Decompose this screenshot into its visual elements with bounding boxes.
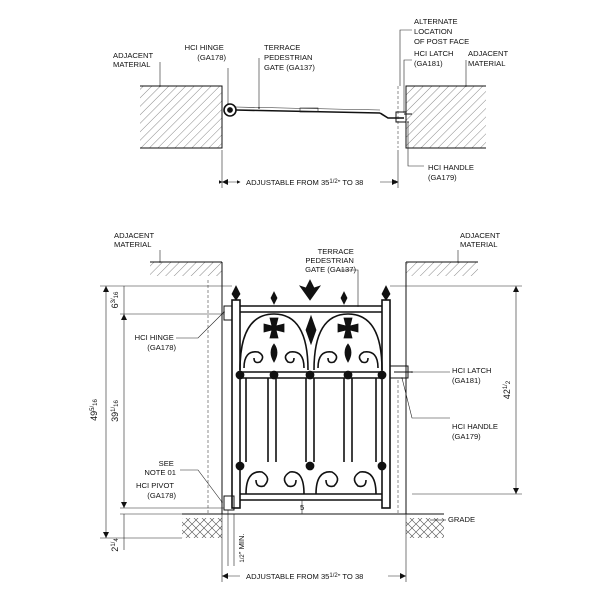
dim-center: 5	[300, 503, 304, 512]
grade-left	[182, 518, 222, 538]
plan-latch-symbol	[395, 111, 407, 123]
elevation-gate-label: TERRACE PEDESTRIAN GATE (GA137)	[305, 247, 356, 274]
gate-elevation	[223, 279, 412, 511]
plan-right-wall	[406, 86, 486, 148]
plan-view: ADJACENT MATERIAL HCI HINGE (GA178) TERR…	[113, 17, 510, 188]
dim-overall: 495/16	[89, 398, 99, 420]
elevation-handle-label: HCI HANDLE (GA179)	[452, 422, 500, 441]
elevation-latch-label: HCI LATCH (GA181)	[452, 366, 494, 385]
elevation-view: ADJACENT MATERIAL TERRACE PEDESTRIAN GAT…	[89, 231, 522, 582]
dim-right: 421/2	[502, 380, 512, 399]
elevation-adjustable-dimension: ADJUSTABLE FROM 351/2" TO 38	[246, 572, 363, 581]
plan-handle-label: HCI HANDLE (GA179)	[428, 163, 476, 182]
elevation-hinge-label: HCI HINGE (GA178)	[135, 333, 177, 352]
plan-adjustable-dimension: ADJUSTABLE FROM 351/2" TO 38	[246, 178, 363, 187]
dim-top: 63/16	[110, 291, 120, 308]
elevation-left-wall-top	[150, 262, 222, 276]
elevation-adjacent-left-label: ADJACENT MATERIAL	[114, 231, 156, 249]
plan-latch-label: HCI LATCH (GA181)	[414, 49, 456, 68]
plan-adjacent-right-label: ADJACENT MATERIAL	[468, 49, 510, 68]
plan-hinge-label: HCI HINGE (GA178)	[185, 43, 227, 62]
dim-mid: 391/16	[110, 399, 120, 421]
plan-gate-label: TERRACE PEDESTRIAN GATE (GA137)	[264, 43, 315, 72]
plan-adjacent-left-label: ADJACENT MATERIAL	[113, 51, 155, 69]
grade-right	[406, 518, 444, 538]
dim-bottom: 21/4	[110, 538, 120, 552]
elevation-pivot-label: HCI PIVOT (GA178)	[136, 481, 176, 500]
elevation-pivot	[223, 495, 235, 511]
plan-alternate-label: ALTERNATE LOCATION OF POST FACE	[414, 17, 469, 46]
elevation-adjacent-right-label: ADJACENT MATERIAL	[460, 231, 502, 249]
dim-min: 1/2" MIN.	[237, 533, 246, 562]
elevation-see-note-label: SEE NOTE 01	[144, 459, 176, 477]
elevation-hinge	[223, 305, 233, 321]
plan-left-wall	[140, 86, 222, 148]
grade-label: GRADE	[448, 515, 475, 524]
elevation-right-wall-top	[406, 262, 478, 276]
